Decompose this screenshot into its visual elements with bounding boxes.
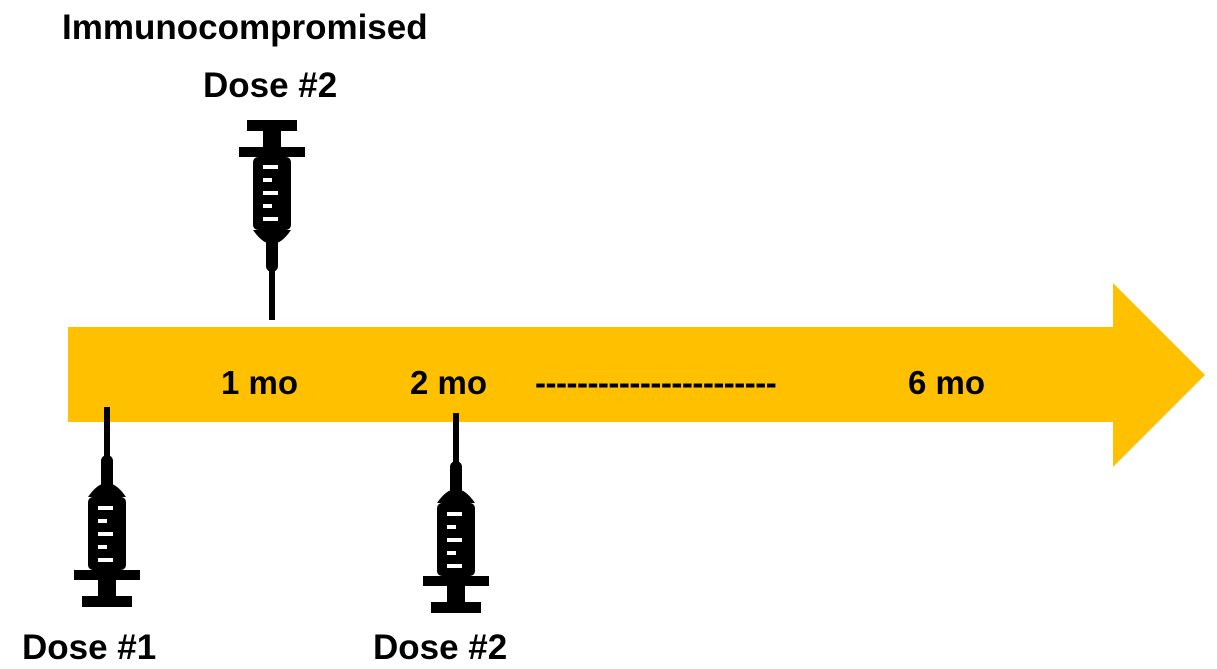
timeline-dashes: ----------------------- [535,364,777,401]
tick-label-1-mo: 1 mo [221,364,299,401]
immunocompromised-label: Immunocompromised [62,8,428,47]
syringe-icon [423,413,489,613]
dose-2-label: Dose #2 [373,628,508,667]
immunocompromised-dose-label: Dose #2 [203,66,338,105]
syringe-icon [74,407,140,607]
dose-1-label: Dose #1 [22,628,157,667]
tick-label-6-mo: 6 mo [908,364,986,401]
syringe-icon [239,120,305,320]
tick-label-2-mo: 2 mo [410,364,488,401]
timeline-arrow-shape [68,283,1205,467]
